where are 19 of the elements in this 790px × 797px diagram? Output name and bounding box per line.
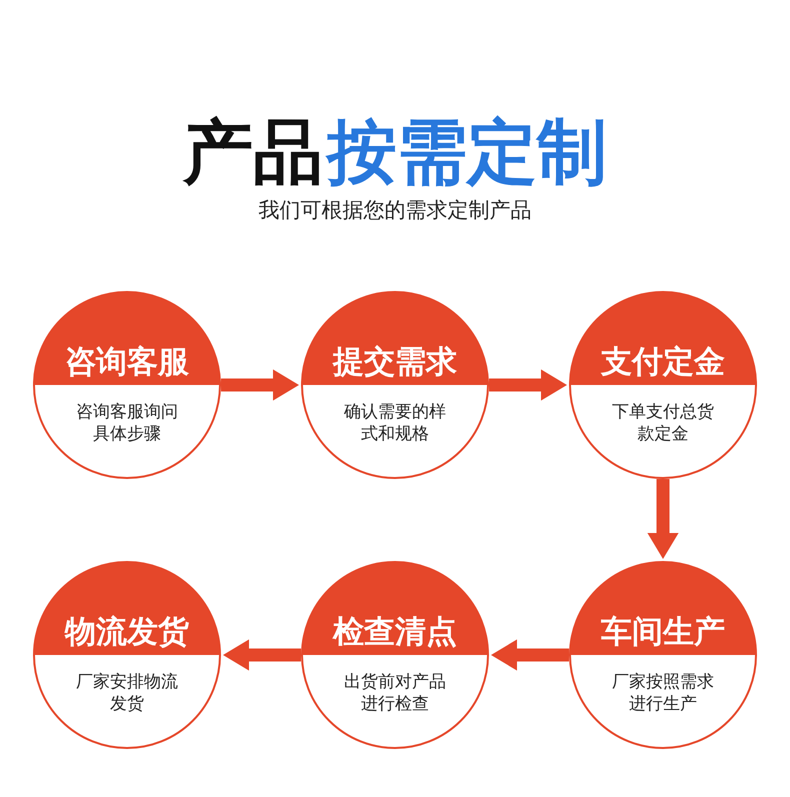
step-title: 提交需求 [331, 343, 458, 382]
step-title: 物流发货 [64, 613, 190, 652]
step-title: 检查清点 [332, 613, 458, 652]
step-description: 确认需要的样式和规格 [343, 401, 447, 445]
title-text: 产品 [183, 112, 323, 192]
arrow [491, 639, 569, 671]
arrow [221, 369, 299, 401]
step-description: 厂家安排物流发货 [75, 671, 179, 715]
step-description: 出货前对产品进行检查 [343, 671, 447, 715]
step-title: 车间生产 [600, 613, 726, 652]
title-text: 按需定制 [327, 112, 607, 192]
arrow [647, 479, 679, 559]
step-title: 咨询客服 [64, 343, 190, 382]
step-description: 厂家按照需求进行生产 [611, 671, 715, 715]
arrow [489, 369, 567, 401]
step-description: 咨询客服询问具体步骤 [75, 401, 179, 445]
step-description: 下单支付总货款定金 [611, 401, 715, 445]
subtitle: 我们可根据您的需求定制产品 [258, 197, 532, 224]
step-title: 支付定金 [600, 343, 726, 382]
